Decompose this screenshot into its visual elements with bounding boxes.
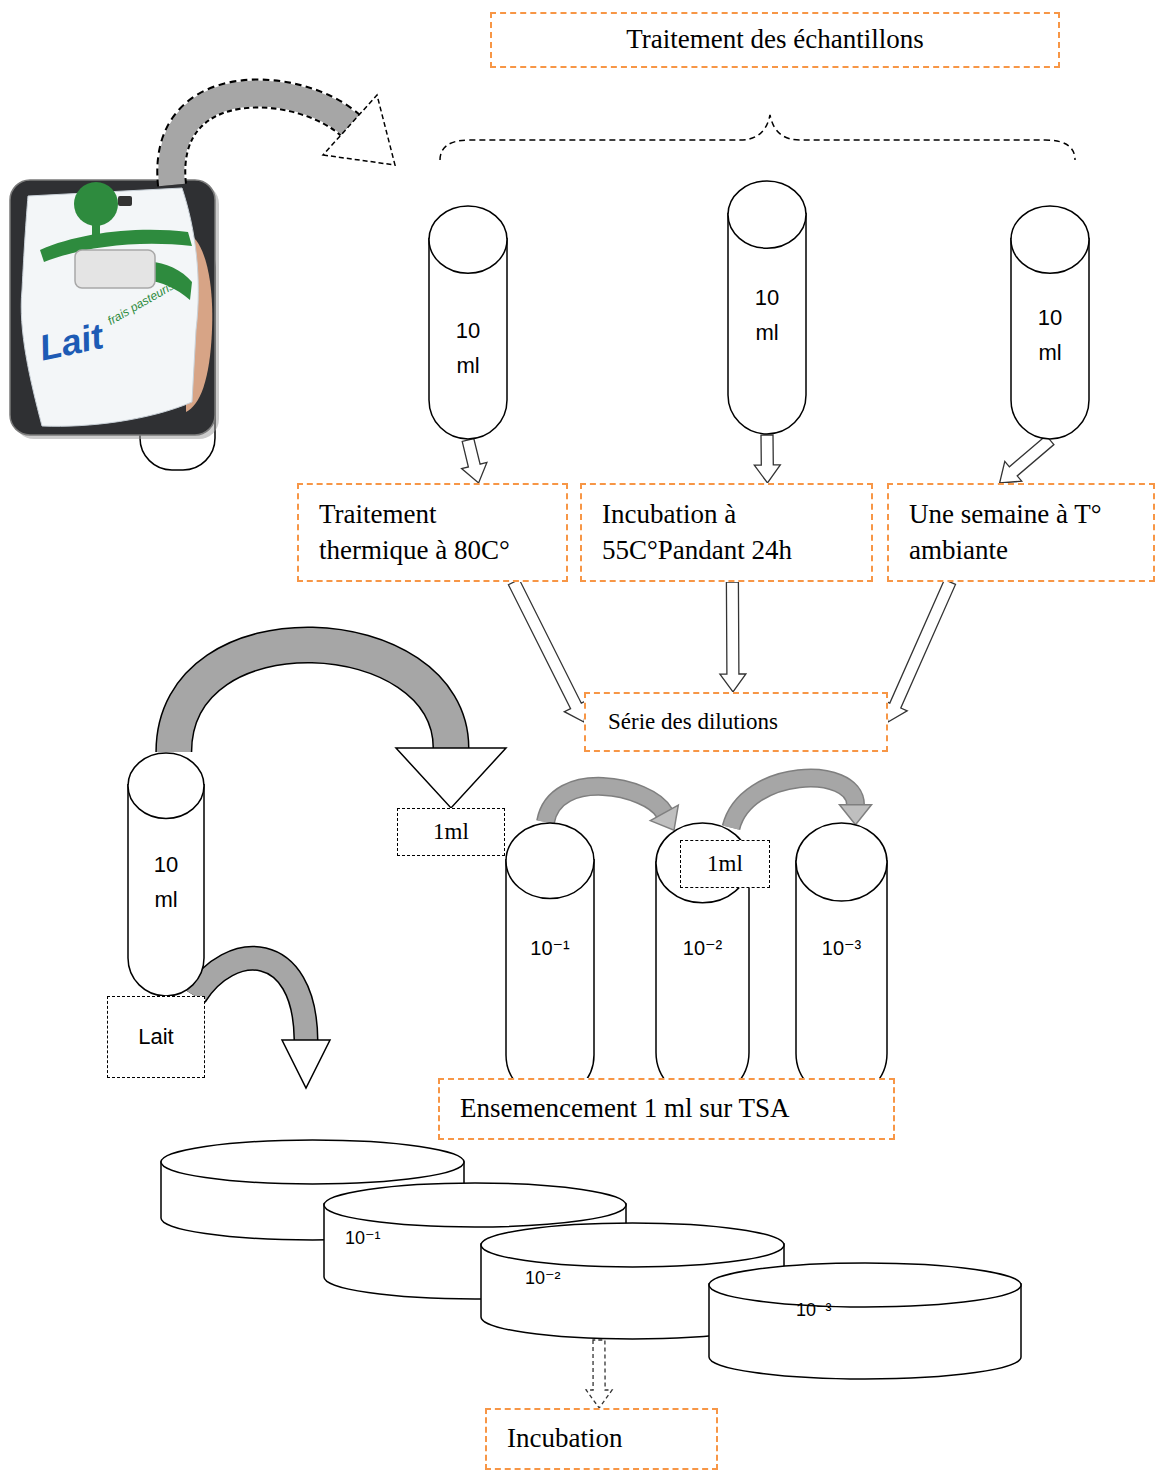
tree-logo	[74, 182, 118, 226]
box-label: Incubation	[507, 1421, 708, 1457]
flow-arrow	[508, 579, 587, 722]
sample-tube: 10 ml	[428, 205, 508, 440]
tube-label: 10 ml	[446, 313, 490, 383]
flow-arrow	[586, 1340, 612, 1408]
brace	[440, 115, 1075, 160]
dilution-step-box: Série des dilutions	[584, 692, 888, 752]
flow-arrow	[883, 580, 955, 722]
box-label: Lait	[114, 1022, 198, 1051]
dish-label: 10⁻³	[796, 1300, 832, 1322]
hollow-arrow	[508, 579, 587, 722]
box-label: Incubation à 55C°Pandant 24h	[602, 497, 863, 569]
hollow-arrow	[462, 439, 487, 483]
tube-label: 10 ml	[745, 280, 789, 350]
treatment-box: Traitement thermique à 80C°	[297, 483, 568, 582]
treatment-box: Incubation à 55C°Pandant 24h	[580, 483, 873, 582]
tube-outline	[505, 822, 595, 1100]
box-label: Série des dilutions	[608, 707, 878, 738]
hollow-arrow	[586, 1340, 612, 1408]
seeding-arrow	[195, 958, 306, 1040]
dilution-tube: 10⁻³	[795, 822, 888, 1100]
dish-label: 10⁻¹	[345, 1228, 381, 1250]
box-label: 1ml	[404, 817, 498, 848]
transfer-arrow-outline	[171, 93, 350, 185]
treatment-box: Une semaine à T° ambiante	[887, 483, 1155, 582]
arrow-band	[174, 645, 451, 752]
tube-label: 10 ml	[1028, 300, 1072, 370]
photo-button	[75, 250, 155, 288]
flow-arrow	[546, 786, 679, 830]
flow-arrow	[754, 435, 780, 483]
transfer-arrow	[171, 93, 350, 185]
volume-box: 1ml	[397, 808, 505, 856]
milk-bag-photo	[10, 180, 215, 435]
seeding-box: Ensemencement 1 ml sur TSA	[438, 1078, 895, 1140]
title-box: Traitement des échantillons	[490, 12, 1060, 68]
arrow-band	[731, 778, 856, 828]
arrow-band-outline	[174, 645, 451, 752]
tube-label: 10⁻²	[683, 932, 723, 964]
milk-tube: 10 ml	[127, 752, 205, 997]
flow-arrow	[720, 582, 746, 692]
sample-tube: 10 ml	[727, 180, 807, 435]
transfer-arrow-head	[323, 95, 395, 165]
dilution-tube: 10⁻¹	[505, 822, 595, 1100]
sample-tube: 10 ml	[1010, 205, 1090, 440]
box-label: Ensemencement 1 ml sur TSA	[460, 1091, 885, 1127]
box-label: Une semaine à T° ambiante	[909, 497, 1145, 569]
flow-arrow	[174, 645, 506, 808]
arrow-band-outline	[731, 778, 856, 828]
arrow-head	[396, 748, 506, 808]
milk-bag	[21, 188, 198, 426]
hollow-arrow	[720, 582, 746, 692]
incubation-box: Incubation	[485, 1408, 718, 1470]
arrow-band-outline	[546, 786, 665, 822]
hollow-arrow	[1000, 435, 1054, 483]
volume-box: 1ml	[680, 840, 770, 888]
arrow-head	[840, 805, 872, 825]
dish-label: 10⁻²	[525, 1268, 561, 1290]
hollow-arrow	[883, 580, 955, 722]
flow-arrow	[731, 778, 872, 828]
box-label: Traitement des échantillons	[502, 22, 1048, 58]
tube-label: 10⁻³	[822, 932, 862, 964]
arrow-band	[546, 786, 665, 822]
sample-box: Lait	[107, 996, 205, 1078]
seeding-arrow-head	[282, 1040, 330, 1088]
tube-outline	[795, 822, 888, 1100]
photo-shadow	[14, 184, 219, 439]
flow-arrow	[462, 439, 487, 483]
box-label: 1ml	[687, 849, 763, 880]
tube-label: 10⁻¹	[530, 932, 570, 964]
flow-arrow	[1000, 435, 1054, 483]
arrow-head	[650, 805, 678, 830]
seeding-arrow-outline	[195, 958, 306, 1040]
hollow-arrow	[754, 435, 780, 483]
tube-label: 10 ml	[144, 847, 188, 917]
petri-dish: 10⁻³	[708, 1262, 1022, 1380]
petri-dish-lid	[161, 1140, 464, 1184]
dish-outline	[708, 1262, 1022, 1380]
box-label: Traitement thermique à 80C°	[319, 497, 536, 569]
cow-logo	[118, 196, 132, 206]
